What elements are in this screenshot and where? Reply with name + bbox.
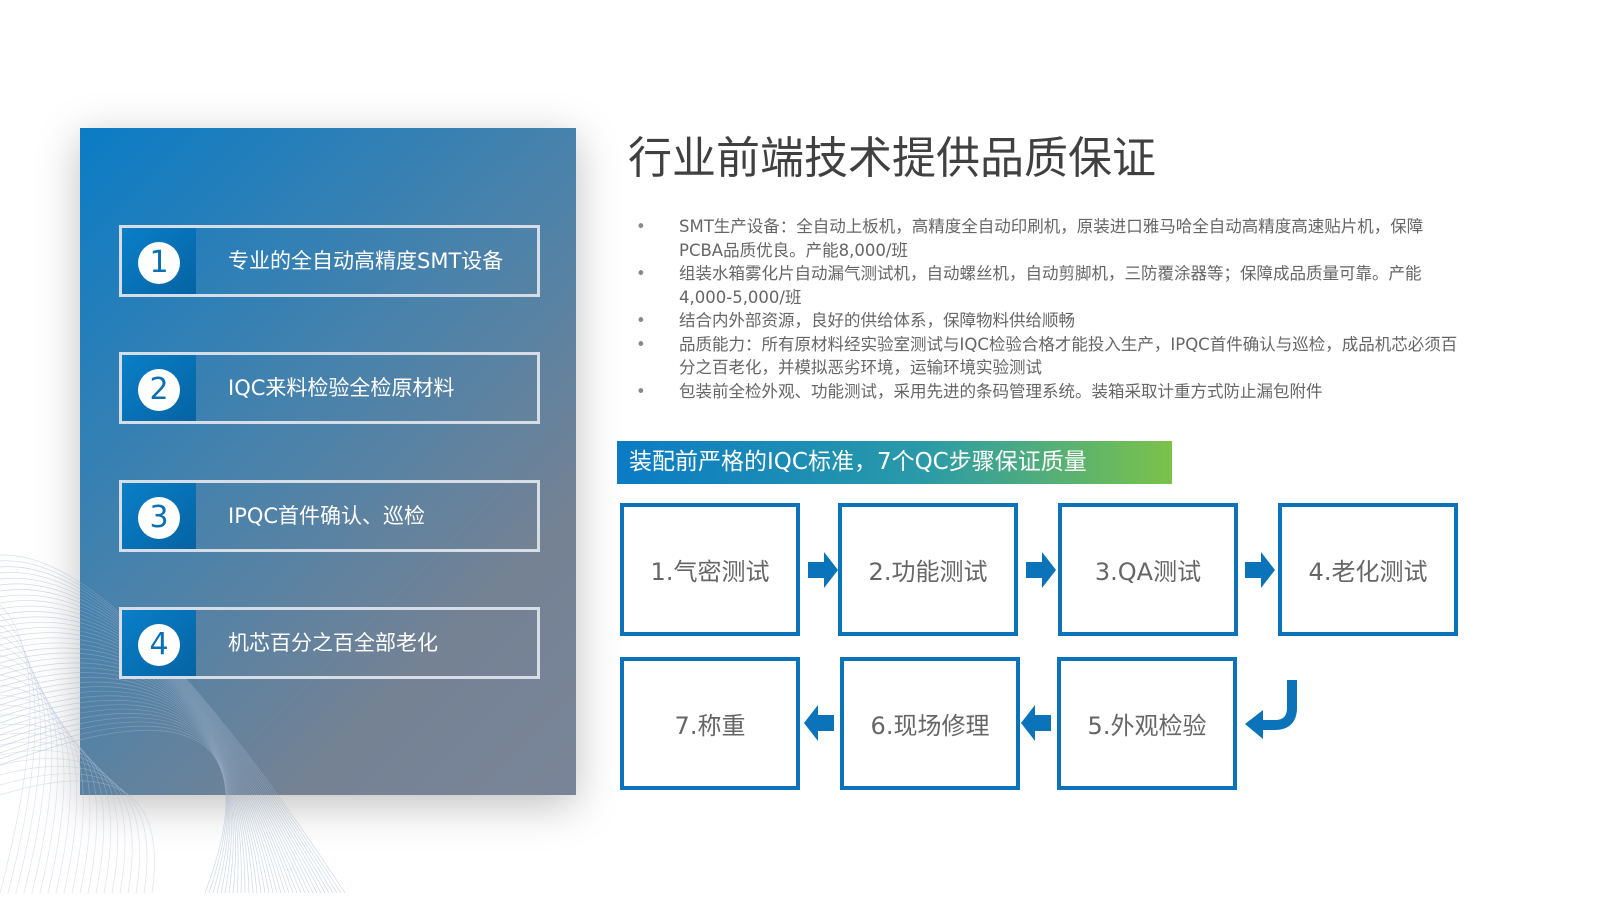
number-badge: 1 bbox=[138, 242, 180, 284]
wire-line bbox=[0, 690, 242, 894]
wire-line bbox=[0, 729, 227, 894]
step-2: 2.功能测试 bbox=[838, 503, 1018, 636]
wire-line bbox=[0, 637, 286, 894]
wire-line bbox=[0, 714, 98, 894]
wire-line bbox=[0, 652, 274, 894]
wire-line bbox=[0, 664, 65, 894]
arrow-right-icon bbox=[808, 552, 838, 588]
wire-line bbox=[0, 686, 246, 894]
wire-line bbox=[0, 713, 231, 894]
wire-line bbox=[0, 624, 41, 894]
bullet-item: 品质能力：所有原材料经实验室测试与IQC检验合格才能投入生产，IPQC首件确认与… bbox=[636, 333, 1466, 380]
feature-label: IQC来料检验全检原材料 bbox=[228, 376, 455, 400]
wire-line bbox=[0, 614, 36, 894]
wire-line bbox=[0, 604, 31, 894]
bullet-item: 组装水箱雾化片自动漏气测试机，自动螺丝机，自动剪脚机，三防覆涂器等；保障成品质量… bbox=[636, 262, 1466, 309]
number-block: 3 bbox=[122, 483, 196, 549]
wire-line bbox=[0, 676, 254, 894]
number-badge: 4 bbox=[138, 624, 180, 666]
feature-item-4: 4 机芯百分之百全部老化 bbox=[119, 607, 540, 679]
step-1: 1.气密测试 bbox=[620, 503, 800, 636]
step-3: 3.QA测试 bbox=[1058, 503, 1238, 636]
arrow-left-icon bbox=[1021, 705, 1051, 741]
arrow-turn-down-left-icon bbox=[1245, 680, 1297, 739]
wire-line bbox=[0, 708, 232, 894]
arrow-right-icon bbox=[1026, 552, 1056, 588]
wire-line bbox=[0, 725, 228, 894]
wire-line bbox=[0, 694, 84, 894]
wire-line bbox=[0, 684, 78, 894]
wire-line bbox=[0, 667, 262, 894]
wire-line bbox=[0, 634, 47, 894]
wire-line bbox=[0, 750, 126, 894]
wire-line bbox=[0, 695, 239, 894]
feature-item-2: 2 IQC来料检验全检原材料 bbox=[119, 352, 540, 424]
wire-line bbox=[0, 721, 228, 894]
arrow-right-icon bbox=[1245, 552, 1275, 588]
wire-line bbox=[0, 704, 234, 894]
number-badge: 3 bbox=[138, 497, 180, 539]
wire-line bbox=[0, 657, 270, 894]
arrow-left-icon bbox=[804, 705, 834, 741]
wire-line bbox=[0, 647, 278, 894]
wire-line bbox=[0, 741, 119, 894]
step-4: 4.老化测试 bbox=[1278, 503, 1458, 636]
wire-line bbox=[0, 654, 59, 894]
wire-line bbox=[0, 766, 140, 894]
number-block: 1 bbox=[122, 228, 196, 294]
wire-line bbox=[0, 644, 53, 894]
wire-line bbox=[0, 704, 91, 894]
wireframe-decoration bbox=[0, 554, 346, 894]
step-5: 5.外观检验 bbox=[1057, 657, 1237, 790]
feature-label: 专业的全自动高精度SMT设备 bbox=[228, 249, 504, 273]
wire-line bbox=[0, 773, 148, 894]
wire-line bbox=[0, 642, 282, 894]
page-title: 行业前端技术提供品质保证 bbox=[628, 133, 1156, 184]
bullet-item: 结合内外部资源，良好的供给体系，保障物料供给顺畅 bbox=[636, 309, 1466, 333]
number-block: 4 bbox=[122, 610, 196, 676]
wire-line bbox=[0, 672, 258, 894]
bullet-item: 包装前全检外观、功能测试，采用先进的条码管理系统。装箱采取计重方式防止漏包附件 bbox=[636, 380, 1466, 404]
number-badge: 2 bbox=[138, 369, 180, 411]
step-7: 7.称重 bbox=[620, 657, 800, 790]
bullet-item: SMT生产设备：全自动上板机，高精度全自动印刷机，原装进口雅马哈全自动高精度高速… bbox=[636, 215, 1466, 262]
bullet-list: SMT生产设备：全自动上板机，高精度全自动印刷机，原装进口雅马哈全自动高精度高速… bbox=[636, 215, 1466, 403]
wire-line bbox=[0, 758, 133, 894]
qc-banner: 装配前严格的IQC标准，7个QC步骤保证质量 bbox=[617, 441, 1172, 484]
step-6: 6.现场修理 bbox=[840, 657, 1020, 790]
feature-label: 机芯百分之百全部老化 bbox=[228, 631, 438, 655]
wire-line bbox=[0, 733, 111, 894]
wire-line bbox=[0, 674, 71, 894]
feature-item-1: 1 专业的全自动高精度SMT设备 bbox=[119, 225, 540, 297]
wire-line bbox=[0, 780, 155, 894]
wire-line bbox=[0, 717, 229, 894]
wire-line bbox=[0, 632, 290, 894]
wire-line bbox=[0, 723, 104, 894]
wire-line bbox=[0, 662, 266, 894]
wire-line bbox=[0, 699, 236, 894]
feature-label: IPQC首件确认、巡检 bbox=[228, 504, 426, 528]
wire-line bbox=[0, 681, 250, 894]
feature-item-3: 3 IPQC首件确认、巡检 bbox=[119, 480, 540, 552]
number-block: 2 bbox=[122, 355, 196, 421]
